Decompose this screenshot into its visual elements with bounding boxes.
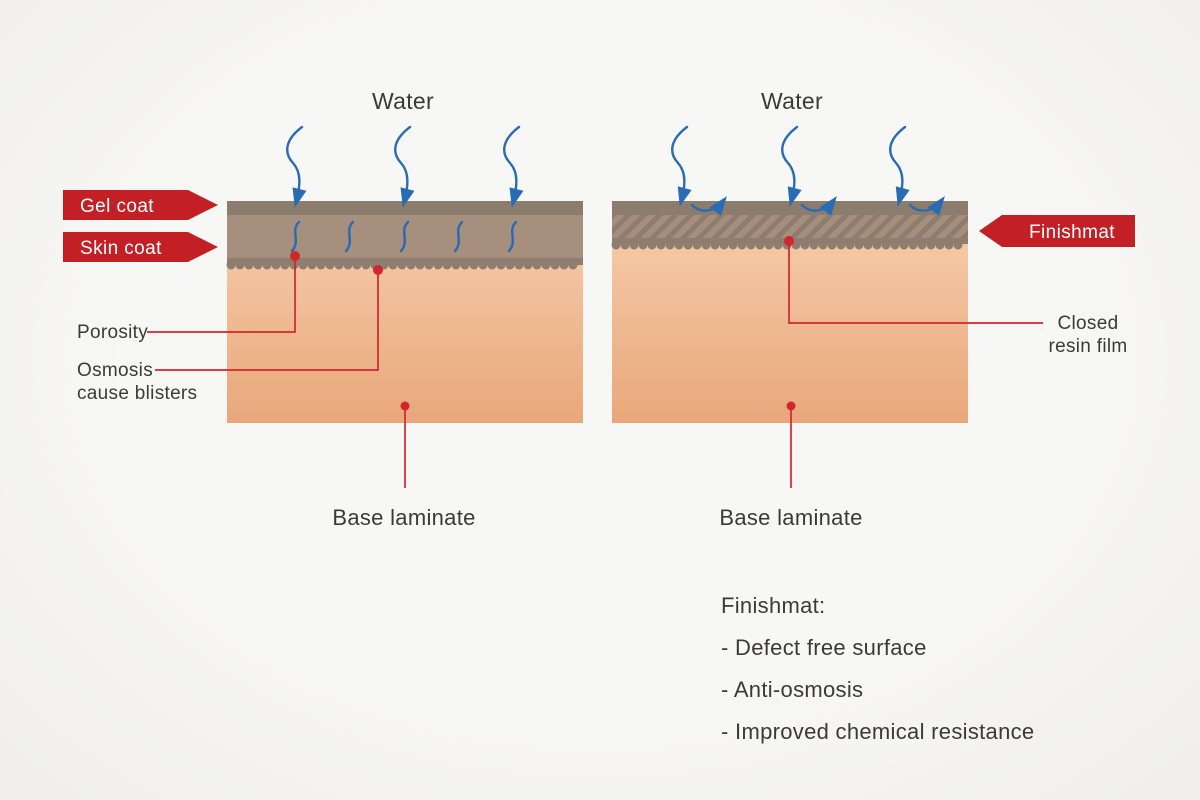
water-arrow	[394, 125, 415, 208]
base-laminate-layer-right	[612, 215, 968, 423]
squiggle	[290, 220, 301, 253]
water-arrow	[889, 125, 910, 207]
water-label-left: Water	[372, 88, 434, 114]
gel-coat-banner-label: Gel coat	[80, 196, 154, 217]
water-label-right: Water	[761, 88, 823, 114]
base-laminate-label-left: Base laminate	[332, 505, 475, 530]
benefits-list: Finishmat: - Defect free surface - Anti-…	[721, 593, 1034, 744]
osmosis-leader-line	[155, 270, 379, 371]
finishmat-banner	[979, 215, 1135, 247]
gel-coat-layer	[227, 201, 583, 215]
squiggle	[507, 220, 518, 253]
osmosis-label-line1: Osmosis	[77, 360, 153, 381]
water-arrows-right	[671, 125, 945, 216]
osmosis-marker-dot	[373, 265, 383, 275]
benefit-item: - Defect free surface	[721, 635, 927, 660]
water-arrow	[671, 125, 692, 207]
closed-resin-dot	[784, 236, 794, 246]
water-arrows-left	[286, 125, 524, 208]
skin-coat-bottom-shade	[227, 258, 583, 265]
left-diagram: Water Gel coat Skin coat Porosity	[63, 88, 585, 530]
porosity-marker-dot	[290, 251, 300, 261]
right-diagram: Water Finishmat Closed resin film Base l…	[611, 88, 1135, 530]
porosity-label: Porosity	[77, 322, 148, 343]
benefit-item: - Improved chemical resistance	[721, 719, 1034, 744]
finishmat-banner-label: Finishmat	[1029, 222, 1115, 243]
benefits-title: Finishmat:	[721, 593, 825, 618]
moisture-squiggles	[290, 220, 518, 253]
skin-coat-banner-label: Skin coat	[80, 238, 162, 259]
porosity-leader-line	[147, 256, 296, 333]
closed-resin-label-line1: Closed	[1058, 313, 1119, 334]
top-coat-layer-right	[612, 201, 968, 215]
base-laminate-label-right: Base laminate	[719, 505, 862, 530]
base-laminate-dot-left	[400, 401, 410, 411]
base-laminate-dot-right	[786, 401, 796, 411]
squiggle	[453, 220, 464, 253]
water-arrow	[781, 125, 802, 207]
osmosis-label-line2: cause blisters	[77, 383, 197, 404]
water-arrow	[503, 125, 524, 208]
bounce-arrow	[690, 196, 727, 216]
bounce-arrow	[908, 196, 945, 216]
squiggle	[399, 220, 410, 253]
water-arrow	[286, 125, 307, 208]
gel-coat-banner	[63, 190, 218, 220]
bounce-arrow	[800, 196, 837, 216]
closed-resin-label-line2: resin film	[1048, 336, 1127, 357]
closed-resin-leader-line	[788, 241, 1043, 324]
benefit-item: - Anti-osmosis	[721, 677, 863, 702]
skin-coat-banner	[63, 232, 218, 262]
squiggle	[344, 220, 355, 253]
